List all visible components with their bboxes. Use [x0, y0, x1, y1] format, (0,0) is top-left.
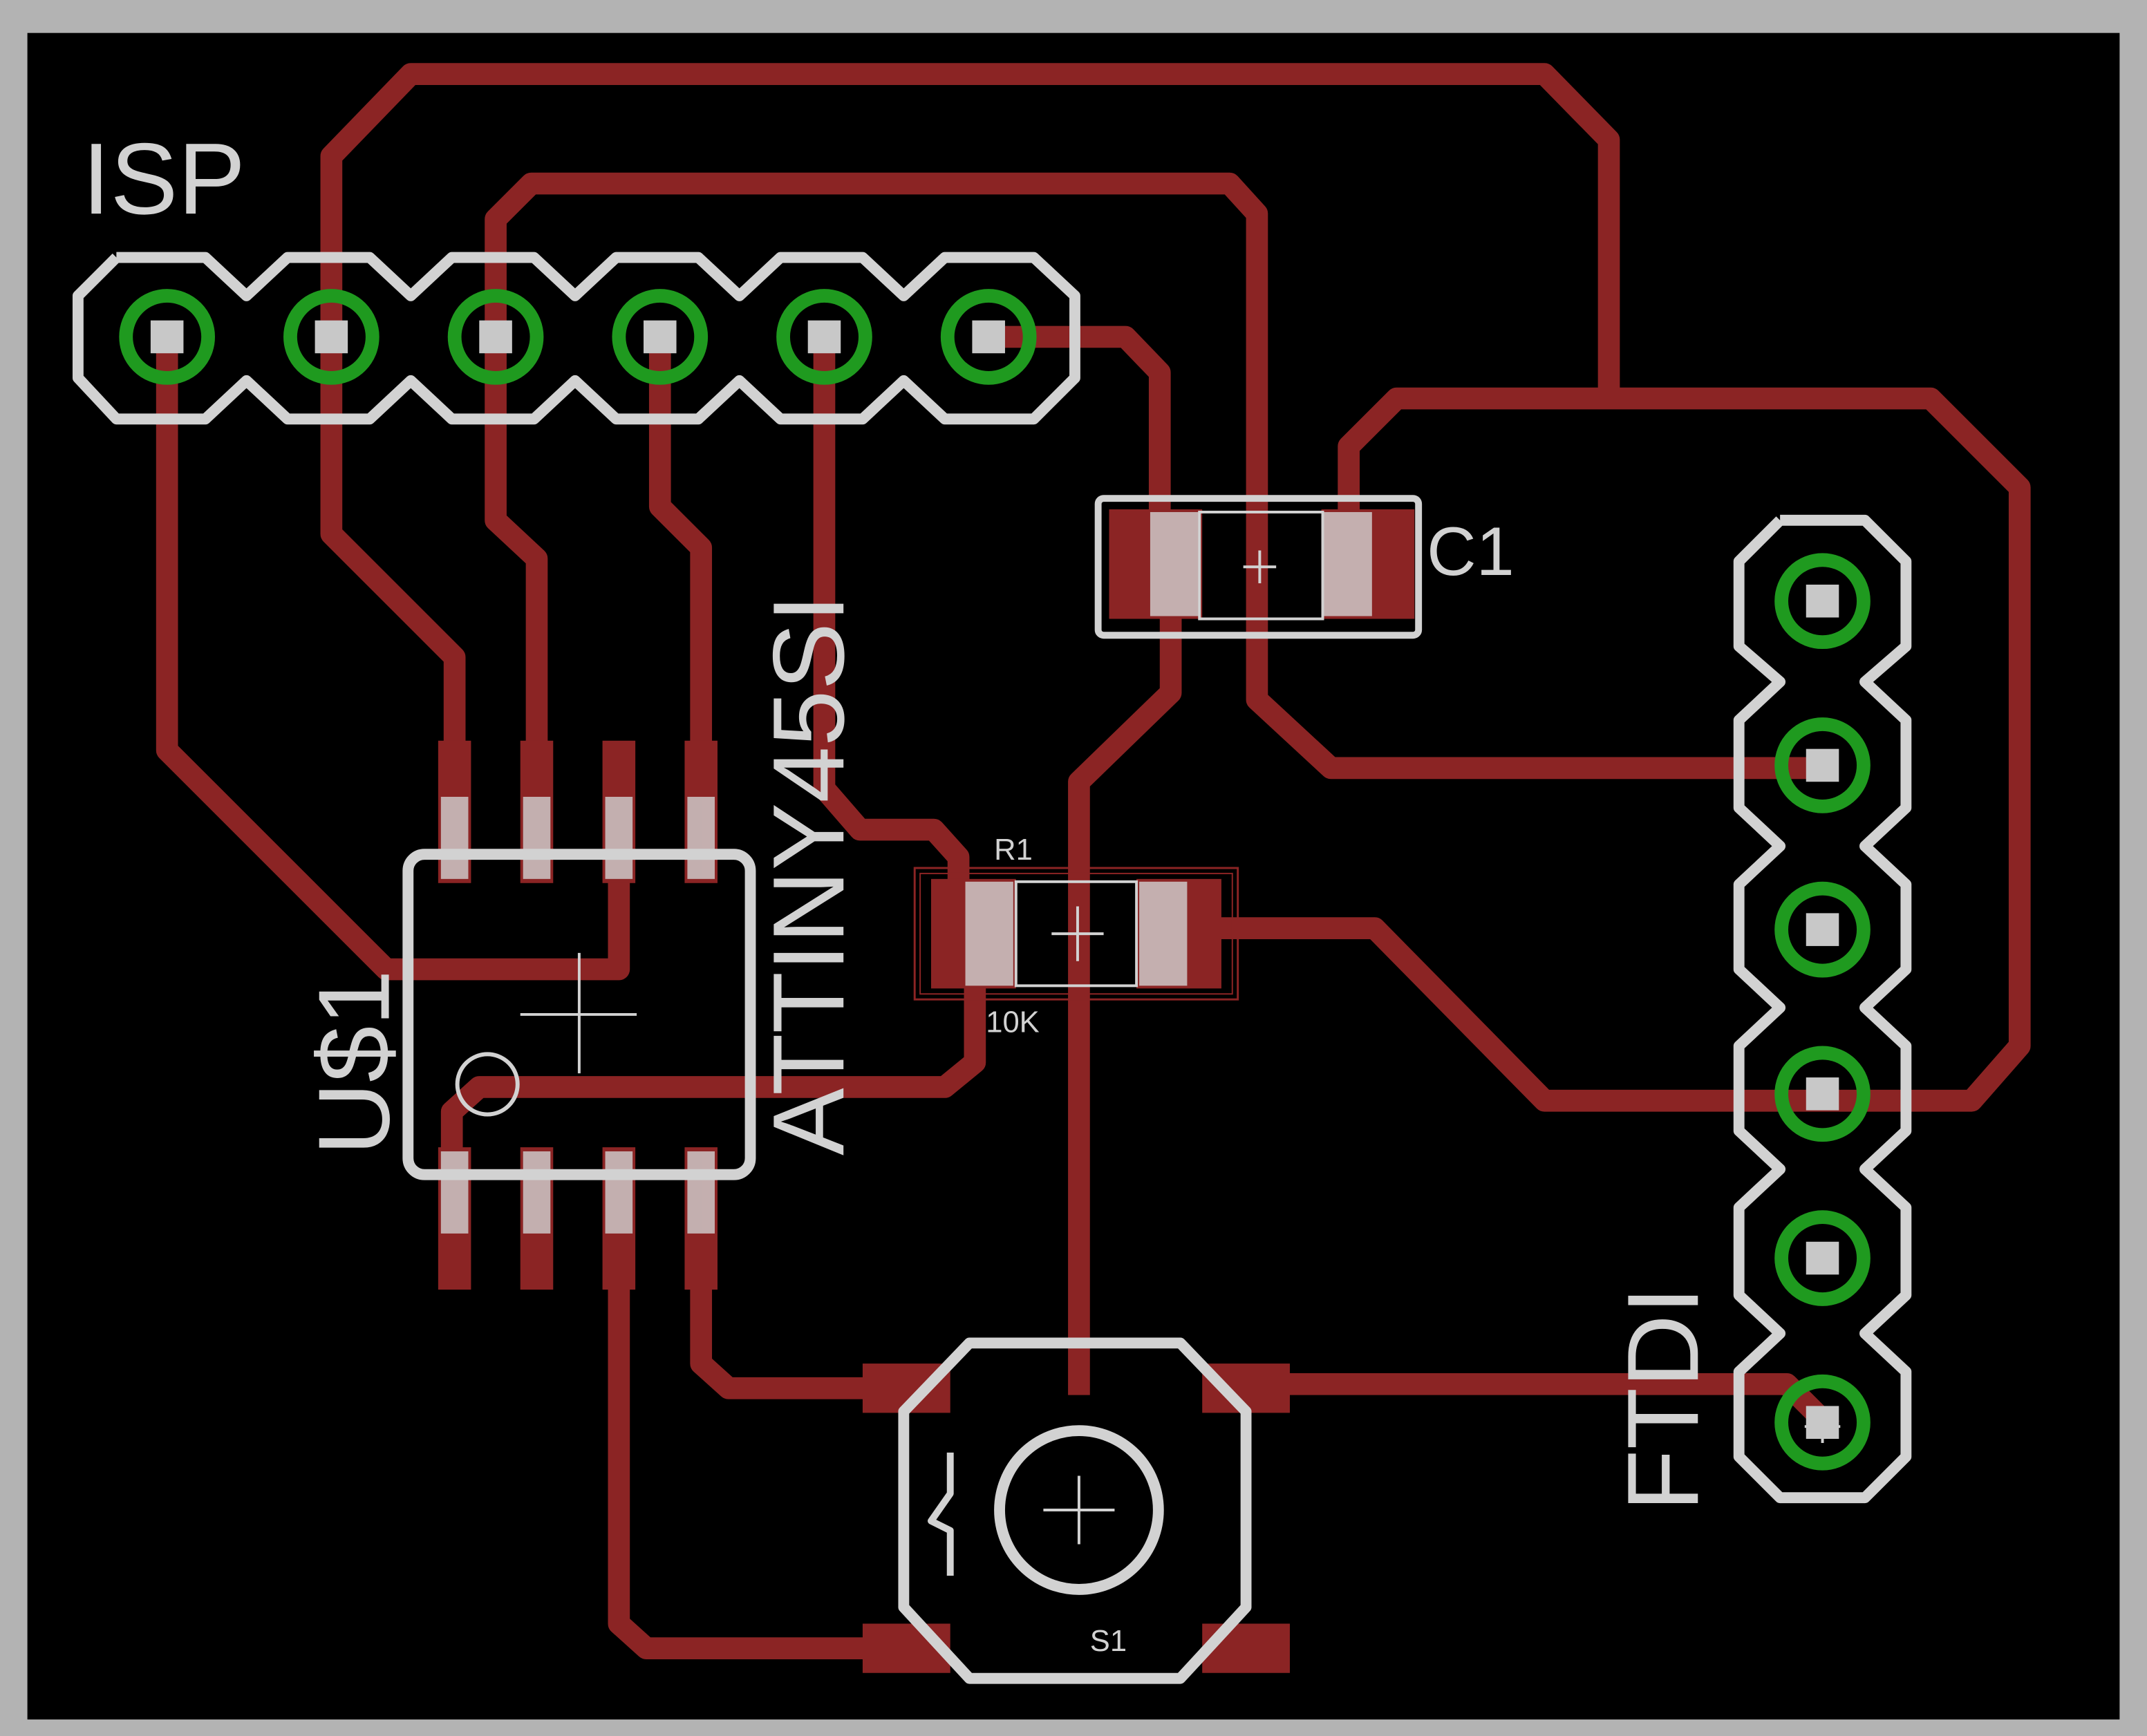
u1-label: U$1 — [298, 970, 411, 1155]
ftdi-pin — [1774, 717, 1871, 813]
labels: ISP C1 R1 10K S1 ATTINY45SI U$1 FTDI — [82, 122, 1720, 1658]
trace — [1180, 387, 2031, 1112]
c1-body — [1198, 510, 1324, 621]
trace — [485, 326, 548, 841]
isp-pin — [940, 289, 1037, 385]
isp-pins — [119, 289, 1037, 385]
c1-outline — [1094, 495, 1423, 639]
trace — [608, 1188, 894, 1659]
r1-label: R1 — [994, 833, 1033, 867]
isp-pin — [119, 289, 215, 385]
trace — [977, 326, 1171, 570]
ftdi-pin — [1774, 553, 1871, 650]
ftdi-pin — [1774, 881, 1871, 978]
isp-header-outline — [72, 252, 1080, 425]
r1-body — [1014, 880, 1138, 988]
isp-label: ISP — [82, 122, 245, 236]
isp-pin — [447, 289, 544, 385]
ftdi-pins — [1774, 553, 1871, 1471]
c1-pad-mask — [1322, 511, 1372, 616]
r1-pad-mask — [965, 881, 1013, 986]
u1-pin-mask — [605, 1151, 633, 1234]
ftdi-pin — [1774, 1046, 1871, 1142]
c1-label: C1 — [1427, 513, 1515, 589]
u1-pin-mask — [605, 796, 633, 879]
ftdi-pin — [1774, 1210, 1871, 1306]
r1-keepout — [919, 872, 1233, 995]
ftdi-pin — [1774, 1374, 1871, 1471]
attiny-label: ATTINY45SI — [752, 594, 865, 1155]
u1-pin-mask — [440, 796, 469, 879]
u1-pin-mask — [687, 796, 715, 879]
r1-value-label: 10K — [986, 1006, 1040, 1039]
u1-pin-mask — [523, 796, 551, 879]
fine-lines — [520, 510, 1841, 1545]
silkscreen — [72, 252, 1912, 1684]
s1-label: S1 — [1090, 1625, 1127, 1658]
trace — [320, 63, 1620, 407]
isp-pin — [612, 289, 709, 385]
u1-body-outline — [402, 849, 756, 1180]
isp-pin — [283, 289, 379, 385]
trace — [156, 326, 630, 981]
u1-pin-mask — [440, 1151, 469, 1234]
u1-pin-mask — [523, 1151, 551, 1234]
trace — [1068, 558, 1182, 1395]
r1-pad-mask — [1139, 881, 1188, 986]
ftdi-header-outline — [1733, 514, 1912, 1504]
isp-pin — [776, 289, 872, 385]
trace — [485, 172, 1832, 780]
pad-masks — [440, 511, 1372, 1234]
u1-pin1-marker — [455, 1052, 520, 1117]
ftdi-label: FTDI — [1606, 1286, 1720, 1511]
trace — [440, 925, 986, 1211]
r1-keepout — [913, 867, 1239, 1001]
u1-pin-mask — [687, 1151, 715, 1234]
s1-contact-symbol — [928, 1452, 954, 1576]
c1-pad-mask — [1150, 511, 1200, 616]
s1-outline — [898, 1337, 1252, 1684]
s1-actuator — [994, 1425, 1164, 1595]
